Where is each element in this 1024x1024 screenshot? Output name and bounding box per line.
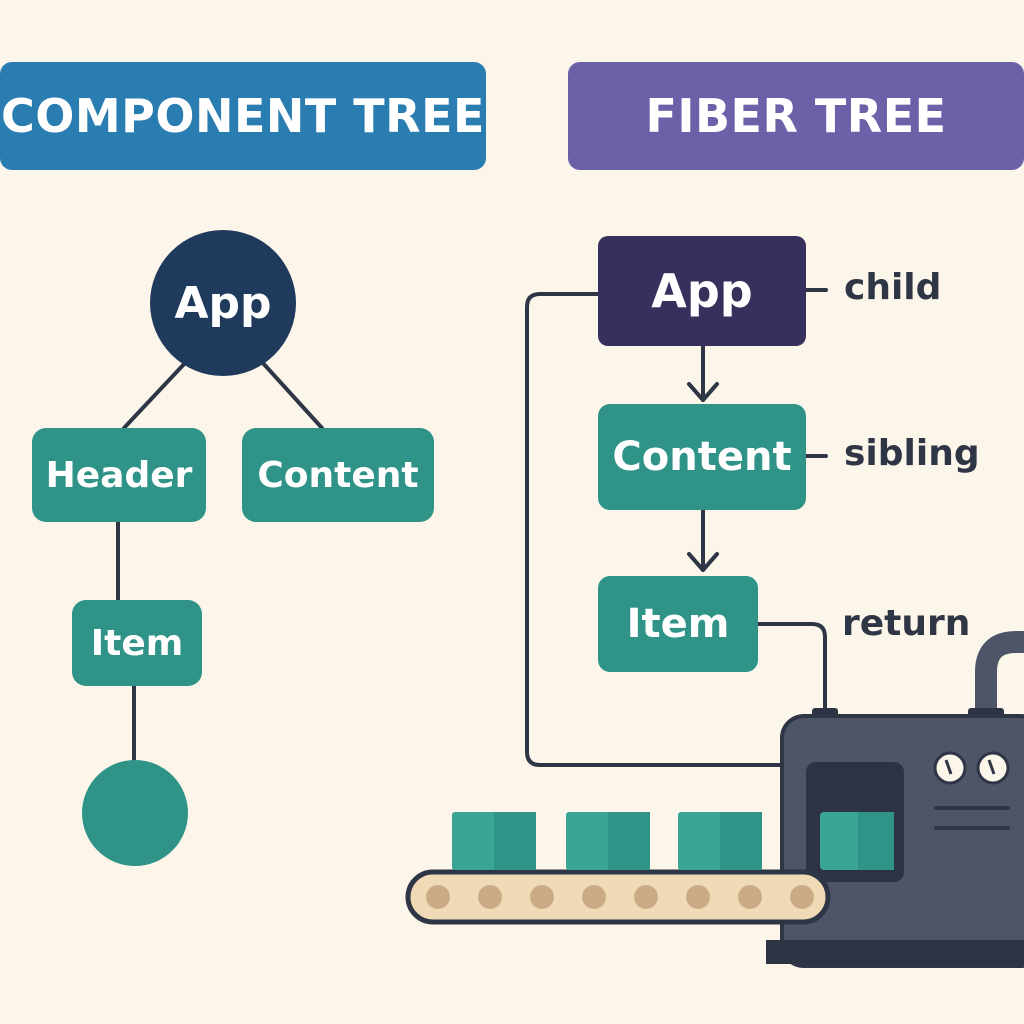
return-label: return [842,603,971,644]
component-content-node: Content [242,428,434,522]
component-tree-banner: COMPONENT TREE [0,62,486,170]
arrow-content-item-head [687,552,719,572]
component-leaf-node [82,760,188,866]
component-header-label: Header [45,454,193,496]
fiber-item-node: Item [598,576,758,672]
component-app-label: App [174,277,272,329]
component-header-node: Header [32,428,206,522]
edge-app-header [122,360,188,430]
sibling-label: sibling [844,433,980,474]
machine-illustration [766,631,1024,968]
component-item-label: Item [90,622,184,664]
component-item-node: Item [72,600,202,686]
component-content-label: Content [257,454,419,496]
fiber-app-label: App [651,264,753,318]
component-tree-title: COMPONENT TREE [1,89,485,143]
arrow-app-content-head [687,382,719,402]
conveyor-belt [405,812,831,925]
fiber-tree-banner: FIBER TREE [568,62,1024,170]
fiber-tree-title: FIBER TREE [645,89,947,143]
edge-app-content [260,360,324,430]
return-loop-line [525,292,792,767]
child-label: child [844,267,942,308]
return-line [756,622,827,714]
fiber-content-label: Content [612,434,792,480]
fiber-app-node: App [598,236,806,346]
component-app-node: App [150,230,296,376]
fiber-content-node: Content [598,404,806,510]
fiber-item-label: Item [626,601,730,647]
